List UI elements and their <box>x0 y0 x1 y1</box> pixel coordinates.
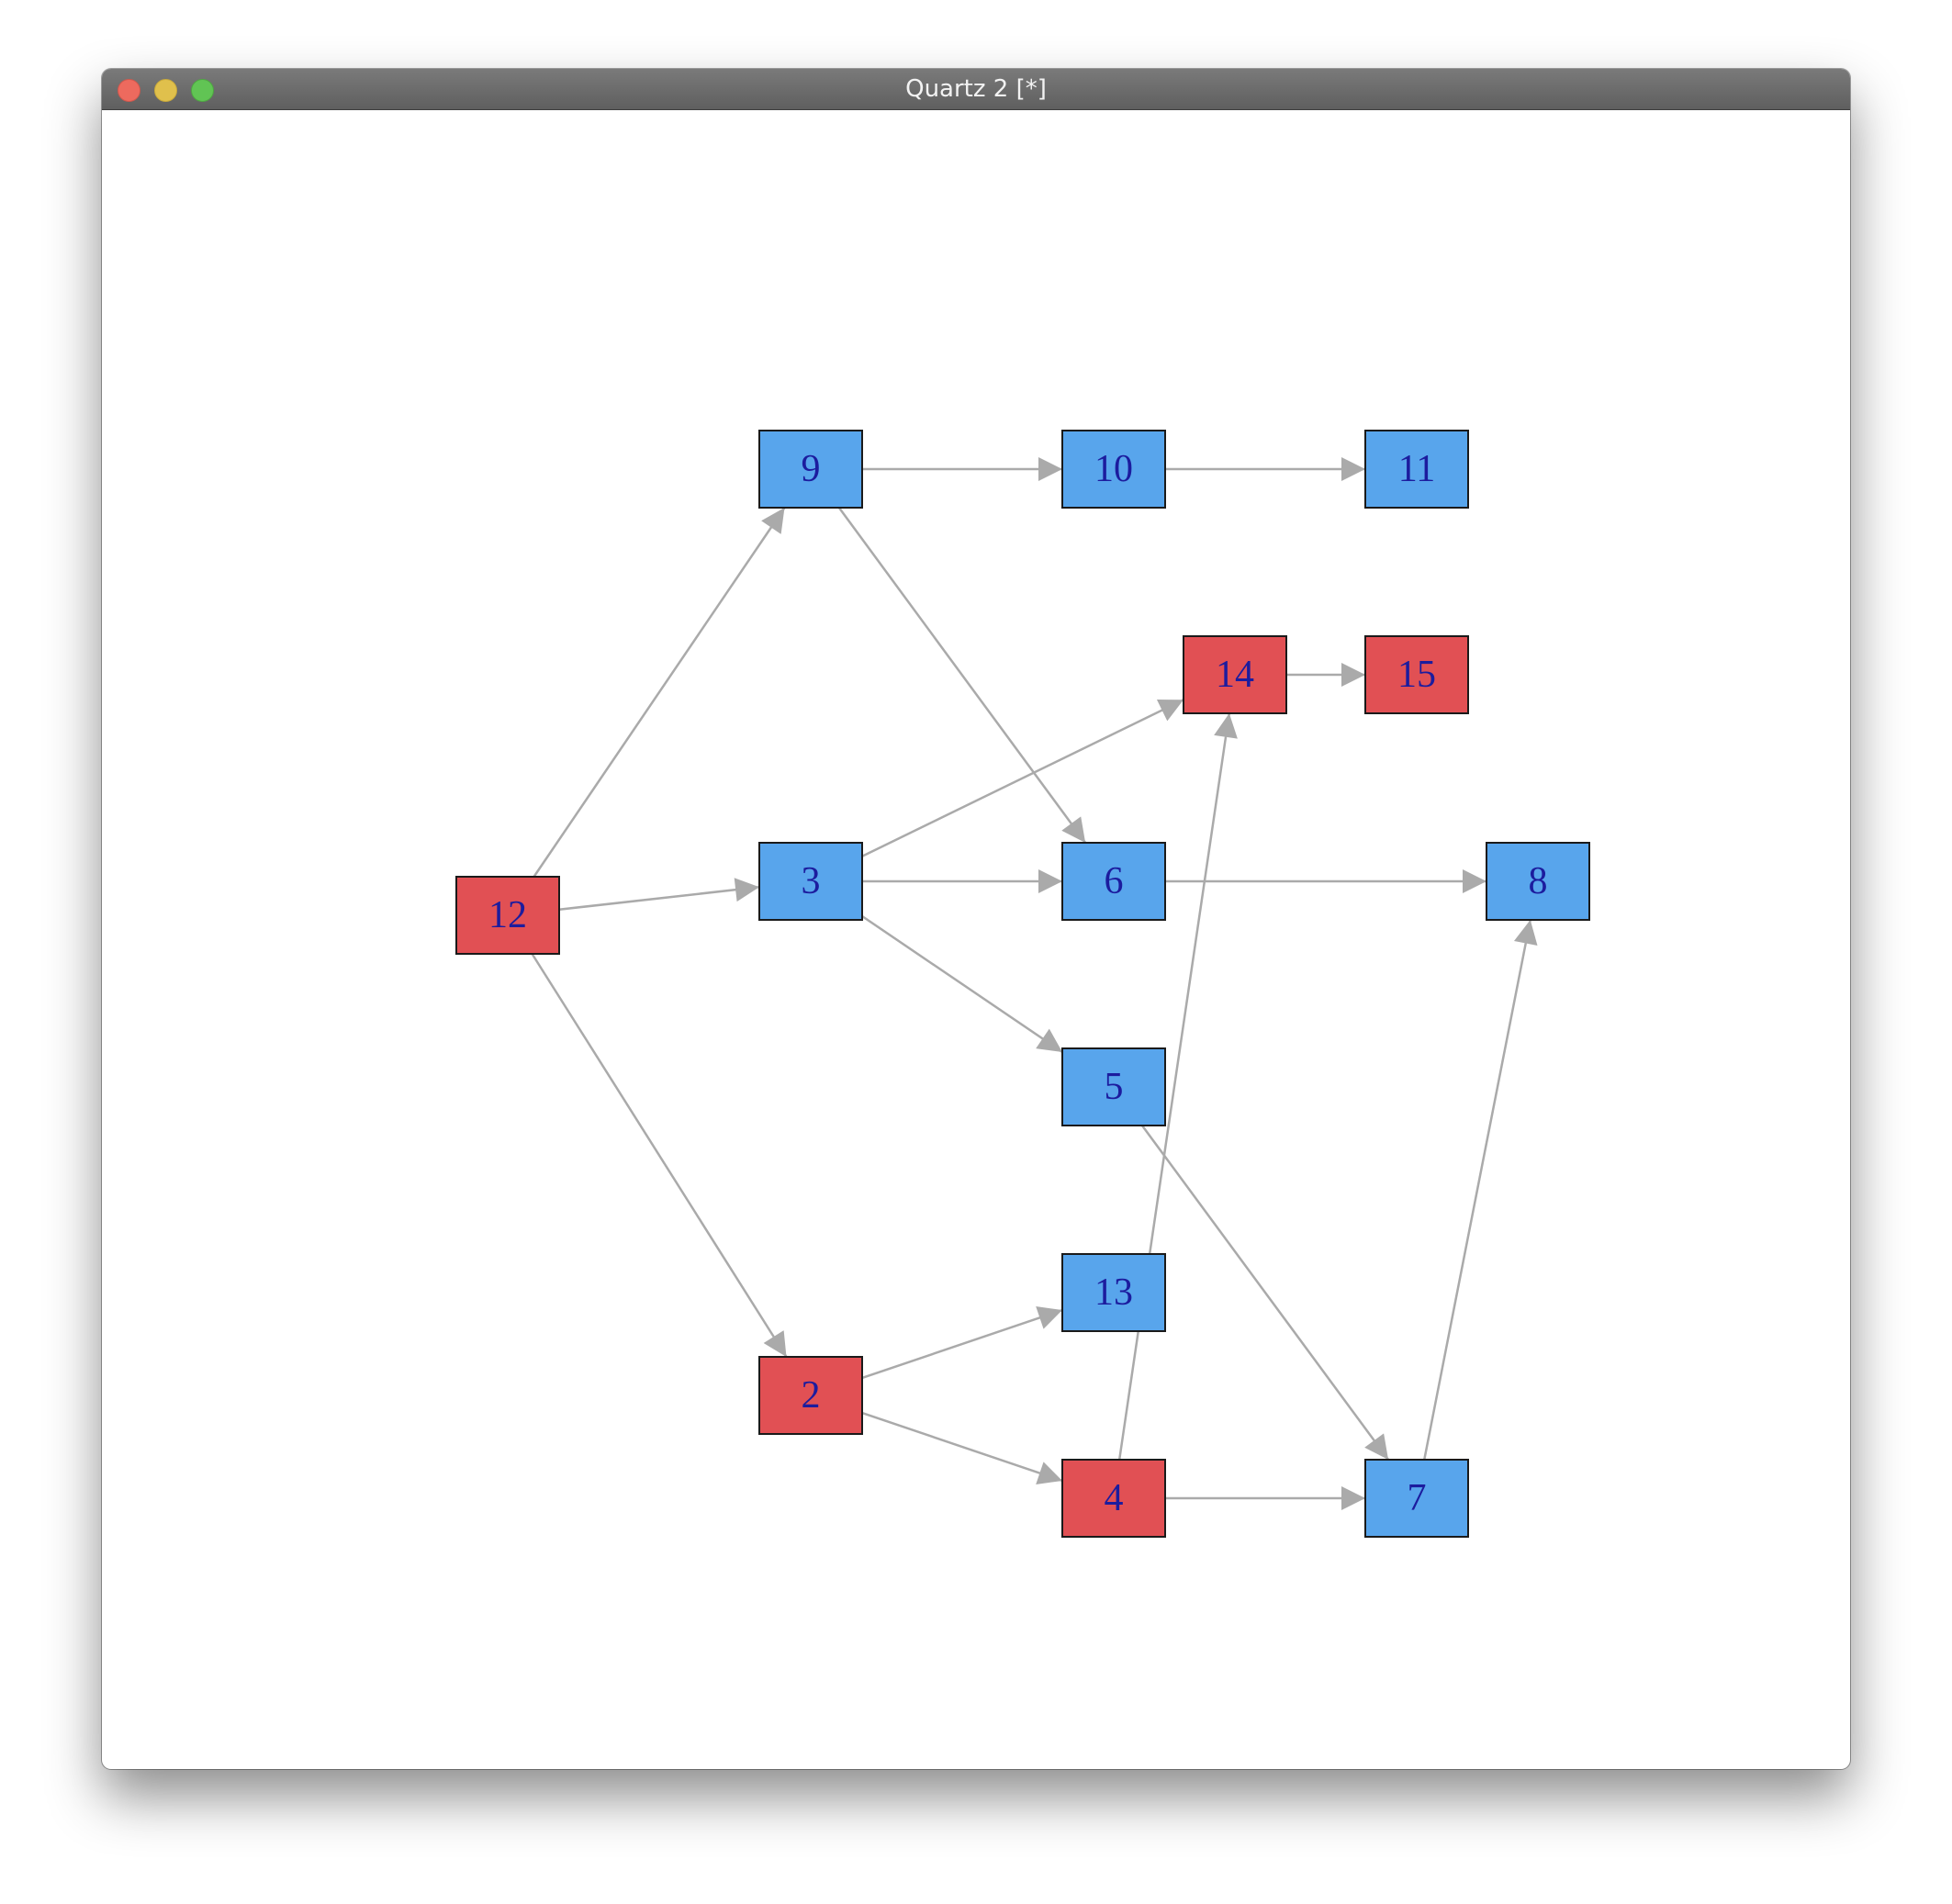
node-box-2 <box>758 1356 863 1435</box>
node-box-14 <box>1183 635 1287 714</box>
quartz-window: Quartz 2 [*] 9 10 11 14 15 12 3 6 8 5 13 2 4 7 <box>102 69 1850 1769</box>
node-label-13: 13 <box>1094 1271 1133 1314</box>
node-label-9: 9 <box>802 448 821 490</box>
node-box-13 <box>1061 1253 1166 1332</box>
node-10: 10 <box>1061 430 1166 509</box>
edge-4-to-14 <box>1117 712 1238 1461</box>
node-box-15 <box>1364 635 1469 714</box>
edge-5-to-7 <box>1140 1125 1390 1461</box>
edge-3-to-5 <box>861 914 1063 1054</box>
node-box-6 <box>1061 842 1166 921</box>
edge-12-to-2 <box>531 953 788 1358</box>
edge-7-to-8 <box>1423 919 1538 1461</box>
nodes-layer: 9 10 11 14 15 12 3 6 8 5 13 2 4 7 <box>455 430 1590 1538</box>
edge-2-to-4 <box>861 1411 1063 1484</box>
node-label-10: 10 <box>1094 448 1133 490</box>
node-3: 3 <box>758 842 863 921</box>
window-title: Quartz 2 [*] <box>905 75 1047 103</box>
node-13: 13 <box>1061 1253 1166 1332</box>
node-box-5 <box>1061 1047 1166 1126</box>
node-box-10 <box>1061 430 1166 509</box>
node-14: 14 <box>1183 635 1287 714</box>
edges-layer <box>531 457 1538 1510</box>
edge-12-to-9 <box>533 507 786 878</box>
node-7: 7 <box>1364 1459 1469 1538</box>
title-bar[interactable]: Quartz 2 [*] <box>102 69 1850 110</box>
node-12: 12 <box>455 876 560 955</box>
node-label-11: 11 <box>1398 448 1435 490</box>
minimize-button[interactable] <box>154 79 177 102</box>
node-label-8: 8 <box>1529 860 1548 902</box>
edge-9-to-6 <box>837 507 1087 844</box>
node-2: 2 <box>758 1356 863 1435</box>
node-label-14: 14 <box>1216 654 1254 696</box>
node-label-2: 2 <box>802 1374 821 1417</box>
node-8: 8 <box>1486 842 1590 921</box>
node-box-9 <box>758 430 863 509</box>
edge-2-to-13 <box>861 1306 1063 1380</box>
node-box-12 <box>455 876 560 955</box>
node-label-6: 6 <box>1105 860 1124 902</box>
node-5: 5 <box>1061 1047 1166 1126</box>
close-button[interactable] <box>118 79 140 102</box>
node-box-3 <box>758 842 863 921</box>
zoom-button[interactable] <box>191 79 214 102</box>
node-11: 11 <box>1364 430 1469 509</box>
node-label-3: 3 <box>802 860 821 902</box>
node-6: 6 <box>1061 842 1166 921</box>
node-label-4: 4 <box>1105 1477 1124 1519</box>
node-label-7: 7 <box>1408 1477 1427 1519</box>
edge-12-to-3 <box>558 878 760 911</box>
node-15: 15 <box>1364 635 1469 714</box>
node-label-12: 12 <box>488 894 527 936</box>
edge-3-to-14 <box>861 699 1184 857</box>
node-label-5: 5 <box>1105 1066 1124 1108</box>
node-box-4 <box>1061 1459 1166 1538</box>
node-box-11 <box>1364 430 1469 509</box>
node-label-15: 15 <box>1397 654 1436 696</box>
node-box-7 <box>1364 1459 1469 1538</box>
plot-canvas: 9 10 11 14 15 12 3 6 8 5 13 2 4 7 <box>102 110 1850 1769</box>
graph-diagram: 9 10 11 14 15 12 3 6 8 5 13 2 4 7 <box>455 430 1590 1538</box>
node-4: 4 <box>1061 1459 1166 1538</box>
node-9: 9 <box>758 430 863 509</box>
node-box-8 <box>1486 842 1590 921</box>
